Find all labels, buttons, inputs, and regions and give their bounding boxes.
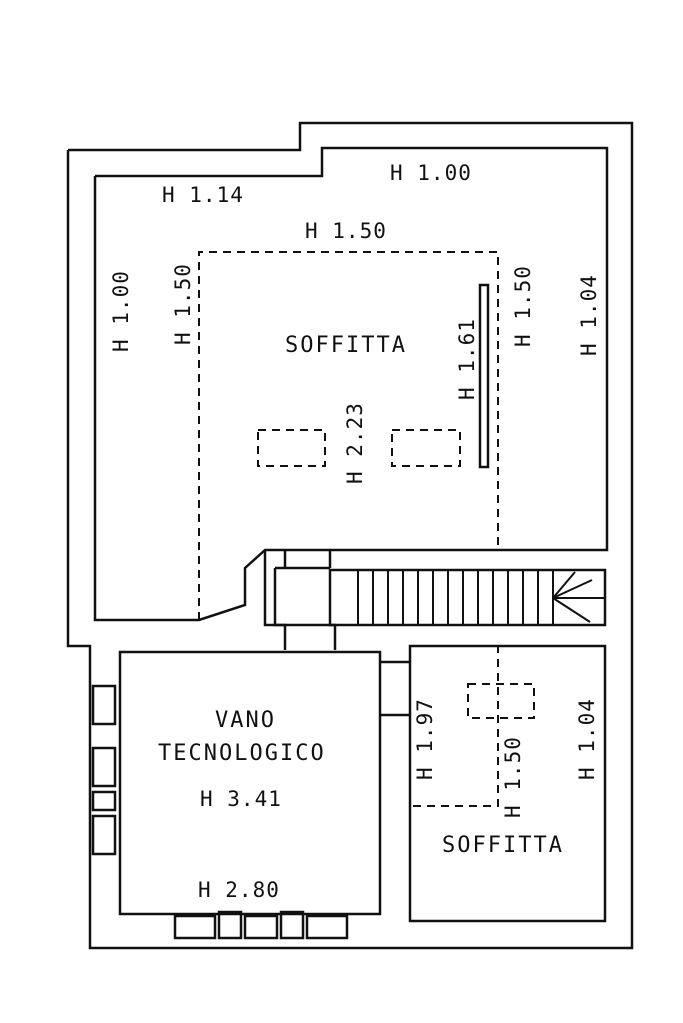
height-label: H 1.61 [455, 318, 479, 400]
height-label: H 1.50 [501, 736, 525, 818]
passage-wall [273, 568, 337, 650]
height-label: H 1.00 [390, 161, 472, 185]
stair-winder [552, 597, 591, 623]
roof-beam [478, 283, 490, 469]
height-label: H 1.50 [171, 263, 195, 345]
small-height-zone [413, 646, 499, 807]
outer-wall [66, 121, 634, 950]
height-label: H 1.50 [511, 265, 535, 347]
height-label: H 1.00 [109, 270, 133, 352]
skylight-right [391, 429, 461, 467]
height-label: H 1.04 [577, 274, 601, 356]
room-name-vano: VANO [215, 708, 276, 733]
height-label: H 1.04 [575, 698, 599, 780]
height-150-zone [198, 251, 499, 620]
height-label: H 1.97 [413, 698, 437, 780]
stair-winder [552, 579, 593, 599]
room-name-soffitta-small: SOFFITTA [442, 833, 564, 858]
labels: H 1.14 H 1.00 H 1.50 H 1.00 H 1.50 H 1.5… [109, 161, 601, 902]
stair-treads [357, 570, 605, 625]
dashed-outlines [198, 251, 535, 807]
vano-tecnologico-room [118, 650, 382, 916]
height-label: H 2.80 [198, 878, 280, 902]
room-name-soffitta: SOFFITTA [285, 333, 407, 358]
room-name-tecnologico: TECNOLOGICO [158, 741, 326, 766]
height-label: H 1.14 [162, 183, 244, 207]
height-label: H 3.41 [200, 787, 282, 811]
stair-winder [552, 571, 576, 599]
height-label: H 1.50 [305, 219, 387, 243]
skylight-left [257, 429, 326, 467]
skylight-small [467, 683, 535, 719]
soffitta-small-room [408, 644, 607, 923]
walls [66, 121, 634, 950]
height-label: H 2.23 [343, 402, 367, 484]
